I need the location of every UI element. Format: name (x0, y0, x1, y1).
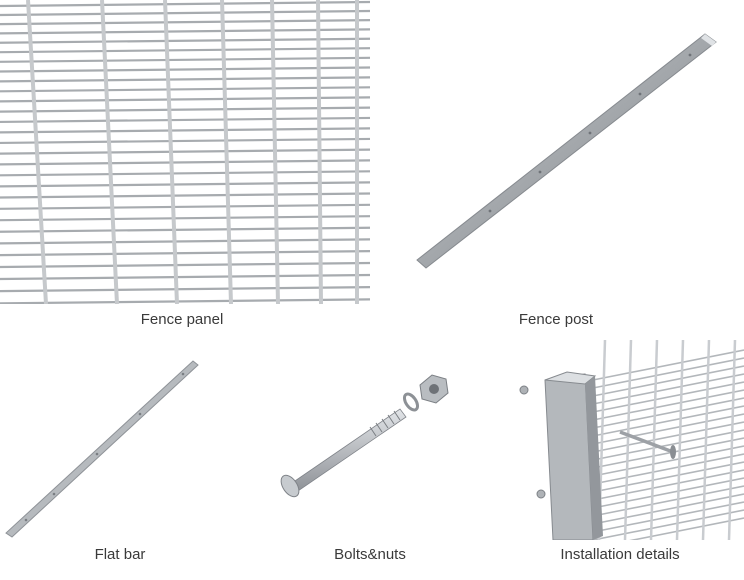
fence-panel-image (0, 0, 370, 304)
caption-fence-post: Fence post (518, 311, 594, 328)
bolts-nuts-image (270, 365, 460, 505)
fence-panel-mesh (0, 0, 370, 304)
fence-post-image (400, 20, 730, 280)
flat-bar-image (0, 355, 210, 540)
installation-details-image (505, 340, 744, 540)
caption-installation-details: Installation details (560, 546, 680, 563)
fence-post-shape (416, 33, 717, 269)
caption-bolts-nuts: Bolts&nuts (334, 546, 406, 563)
caption-fence-panel: Fence panel (140, 311, 224, 328)
installation-detail (519, 340, 744, 540)
flat-bar-shape (5, 360, 199, 538)
bolt-and-nut (280, 374, 449, 498)
caption-flat-bar: Flat bar (94, 546, 146, 563)
